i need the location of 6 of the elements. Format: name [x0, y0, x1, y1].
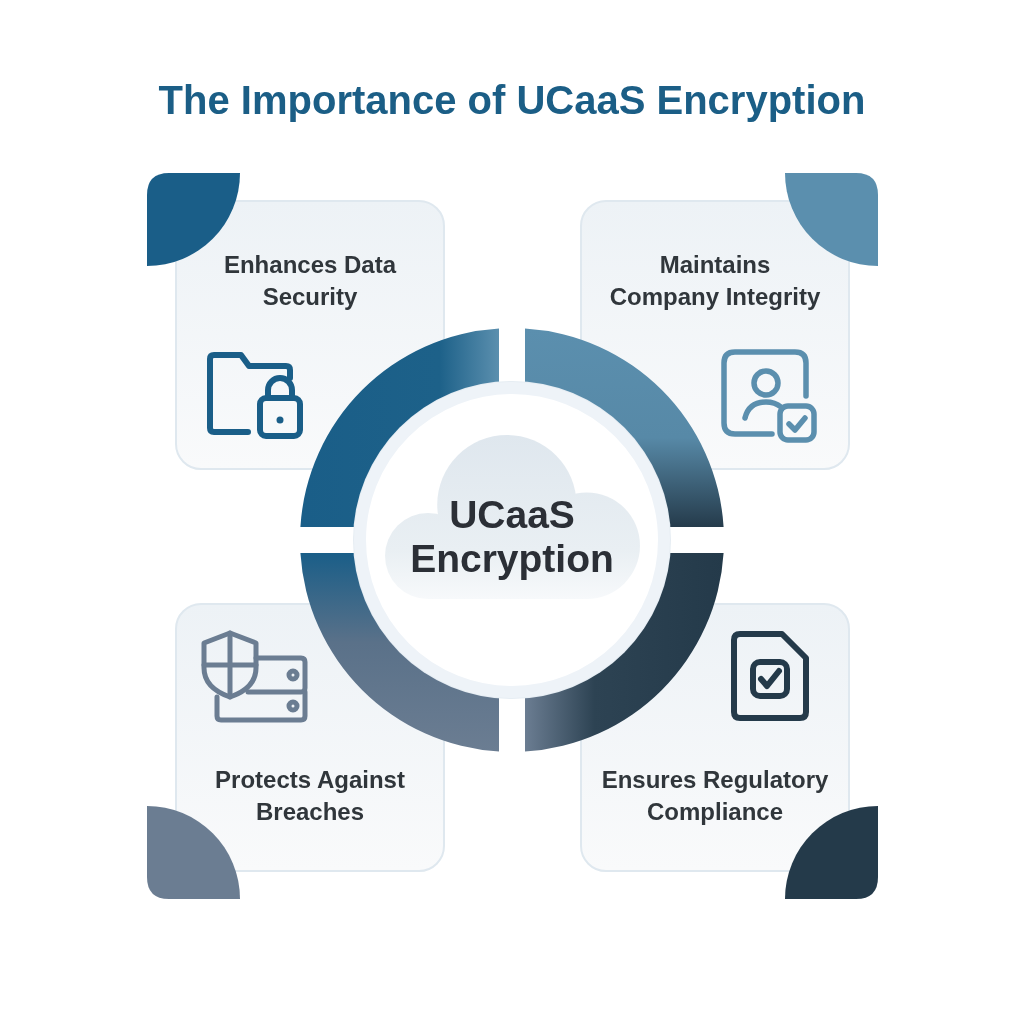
page-title: The Importance of UCaaS Encryption [158, 77, 866, 123]
center-label: UCaaS Encryption [409, 493, 615, 581]
card-title: Enhances Data Security [223, 250, 397, 312]
card-title: Maintains Company Integrity [609, 250, 821, 312]
card-title: Ensures Regulatory Compliance [601, 765, 829, 827]
card-title: Protects Against Breaches [214, 765, 406, 827]
